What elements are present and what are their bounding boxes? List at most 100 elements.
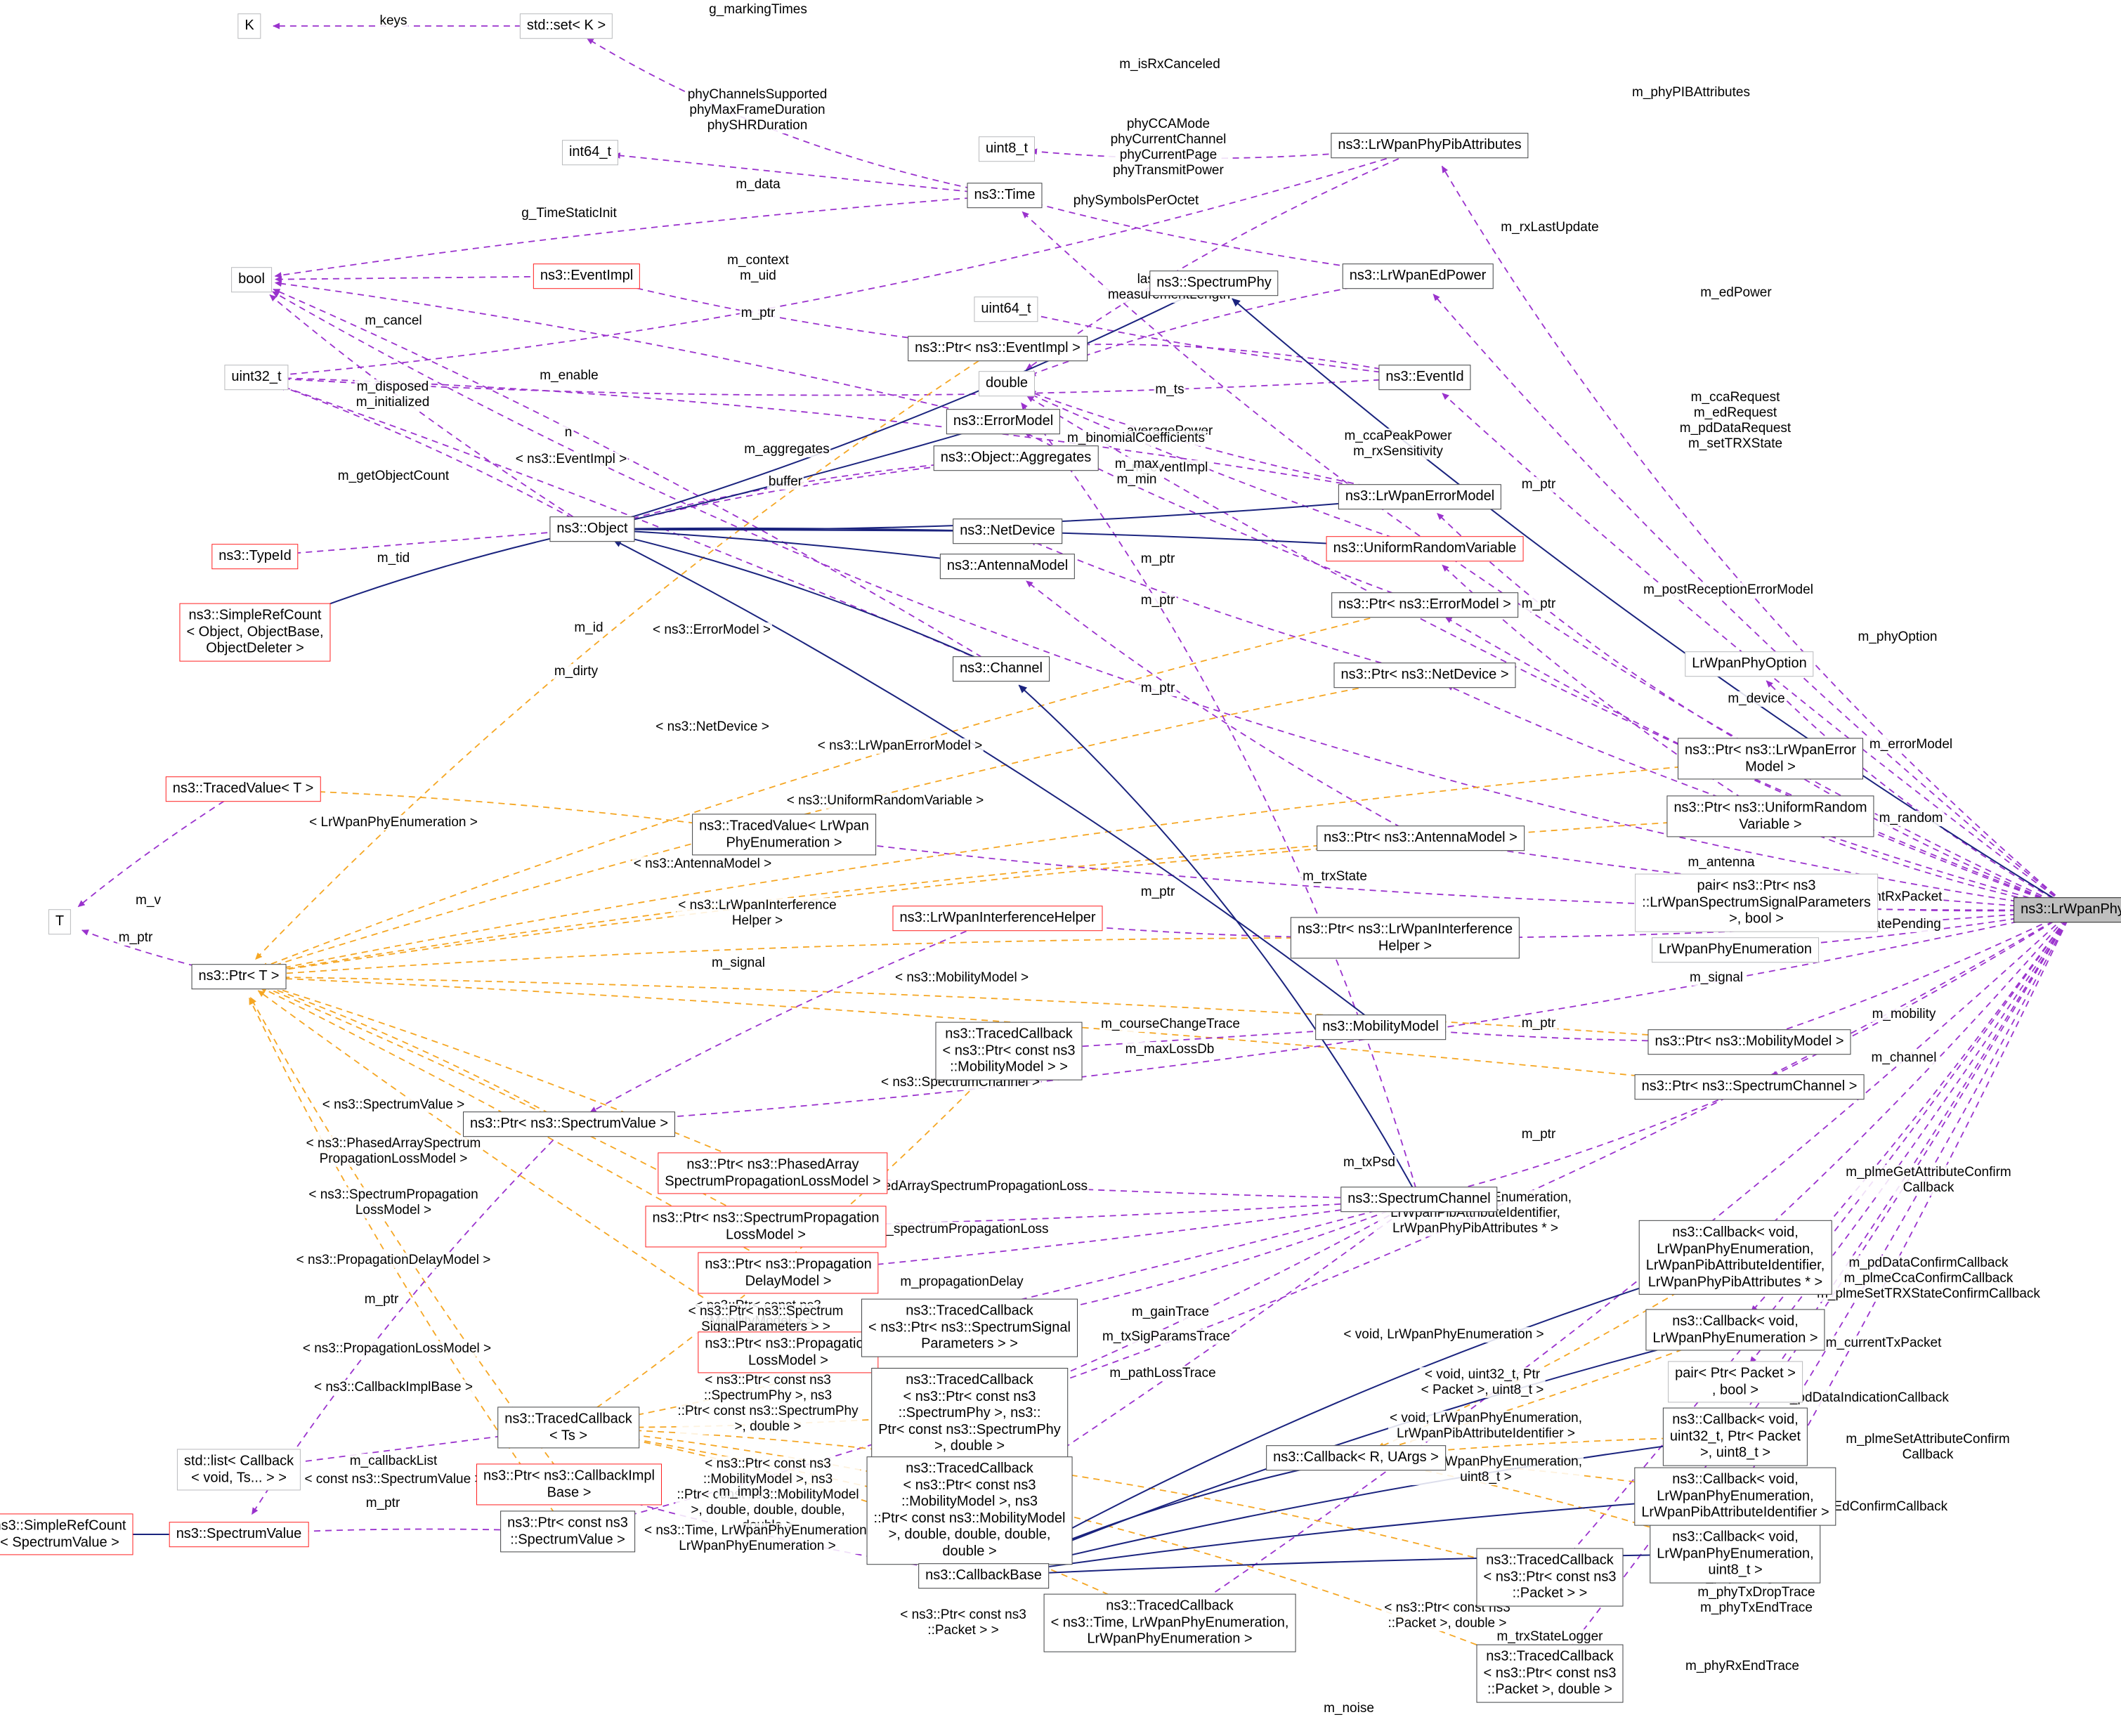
node-callback_r_uargs[interactable]: ns3::Callback< R, UArgs > [1266,1445,1446,1470]
edge-spectrumphy-to-object [614,282,1215,524]
edge-ptr_errormodel-to-ptr_t [260,604,1425,969]
node-tracedcallback_mobility_small[interactable]: ns3::TracedCallback < ns3::Ptr< const ns… [935,1022,1083,1081]
node-lrwpanedpower[interactable]: ns3::LrWpanEdPower [1342,263,1494,289]
edge-label-14: m_edPower [1699,285,1773,301]
node-tracedcallback_packet_double[interactable]: ns3::TracedCallback < ns3::Ptr< const ns… [1476,1644,1624,1703]
edge-ptr_callbackimplbase-to-ptr_t [249,996,570,1485]
node-lrwpanphy[interactable]: ns3::LrWpanPhy [2014,897,2121,922]
node-lrwpanphyoption[interactable]: LrWpanPhyOption [1685,651,1814,677]
edge-channel-to-bool [273,288,1002,670]
edge-lrwpanphy-to-tracedcallback_packet_double [1564,909,2073,1655]
node-ptr_propagationdelay[interactable]: ns3::Ptr< ns3::Propagation DelayModel > [698,1252,879,1294]
node-std_list_callback[interactable]: std::list< Callback < void, Ts... > > [176,1449,301,1491]
node-channel[interactable]: ns3::Channel [953,656,1050,681]
node-pibattrs[interactable]: ns3::LrWpanPhyPibAttributes [1331,133,1529,158]
node-simplerefcount_spectrumvalue[interactable]: ns3::SimpleRefCount < SpectrumValue > [0,1513,133,1555]
node-pair_packet_bool[interactable]: pair< Ptr< Packet > , bool > [1668,1361,1803,1403]
node-ptr_spectrumchannel[interactable]: ns3::Ptr< ns3::SpectrumChannel > [1634,1074,1865,1099]
node-int64_t[interactable]: int64_t [561,140,619,165]
node-ns3_time[interactable]: ns3::Time [967,183,1043,208]
edge-label-21: n [563,424,574,441]
node-ptr_eventimpl[interactable]: ns3::Ptr< ns3::EventImpl > [908,336,1088,361]
node-lrwpaninterferencehelper[interactable]: ns3::LrWpanInterferenceHelper [892,906,1103,931]
edge-label-90: m_plmeSetAttributeConfirm Callback [1844,1431,2011,1463]
edge-label-97: m_callbackList [348,1453,439,1470]
node-tracedvalue_t[interactable]: ns3::TracedValue< T > [165,776,321,802]
node-ptr_const_spectrumvalue[interactable]: ns3::Ptr< const ns3 ::SpectrumValue > [500,1510,635,1553]
node-eventid[interactable]: ns3::EventId [1378,365,1471,390]
edge-mobilitymodel-to-object [613,539,1381,1028]
edge-label-83: m_plmeGetAttributeConfirm Callback [1844,1164,2013,1196]
node-pair_lrwpanssp[interactable]: pair< ns3::Ptr< ns3 ::LrWpanSpectrumSign… [1635,873,1878,932]
edge-eventid-to-uint32_t [280,376,1425,396]
node-tracedvalue_lrwpanphyenum[interactable]: ns3::TracedValue< LrWpan PhyEnumeration … [692,814,876,856]
node-eventimpl[interactable]: ns3::EventImpl [533,263,641,289]
edge-label-94: < ns3::Ptr< const ns3 ::SpectrumPhy >, n… [676,1372,860,1435]
node-callback_uint8[interactable]: ns3::Callback< void, LrWpanPhyEnumeratio… [1650,1525,1821,1584]
node-spectrumphy[interactable]: ns3::SpectrumPhy [1149,270,1279,296]
node-uint8_t[interactable]: uint8_t [978,136,1036,162]
edge-label-62: m_mobility [1870,1006,1938,1023]
node-simplerefcount_object[interactable]: ns3::SimpleRefCount < Object, ObjectBase… [179,603,331,662]
edge-label-1: g_markingTimes [707,1,809,18]
edge-label-77: < ns3::PropagationLossModel > [301,1340,493,1357]
node-callback_confirm[interactable]: ns3::Callback< void, LrWpanPhyEnumeratio… [1645,1309,1825,1351]
node-ptr_mobilitymodel[interactable]: ns3::Ptr< ns3::MobilityModel > [1647,1029,1851,1055]
node-uniformrandomvariable[interactable]: ns3::UniformRandomVariable [1326,536,1524,561]
node-callback_attrid[interactable]: ns3::Callback< void, LrWpanPhyEnumeratio… [1634,1467,1836,1526]
node-ptr_spectrumpropagation[interactable]: ns3::Ptr< ns3::SpectrumPropagation LossM… [645,1206,887,1248]
node-ptr_callbackimplbase[interactable]: ns3::Ptr< ns3::CallbackImpl Base > [476,1463,662,1506]
node-uint64_t[interactable]: uint64_t [974,296,1038,322]
node-netdevice[interactable]: ns3::NetDevice [953,518,1062,544]
node-lrwpanphyenumeration[interactable]: LrWpanPhyEnumeration [1652,937,1819,962]
node-double[interactable]: double [978,371,1036,396]
edge-label-58: < ns3::MobilityModel > [893,970,1031,986]
node-antennamodel[interactable]: ns3::AntennaModel [939,554,1076,579]
edge-label-28: m_max m_min [1113,456,1161,488]
node-object[interactable]: ns3::Object [549,516,635,542]
node-ptr_spectrumvalue[interactable]: ns3::Ptr< ns3::SpectrumValue > [462,1111,676,1137]
node-tracedcallback_time[interactable]: ns3::TracedCallback < ns3::Time, LrWpanP… [1043,1593,1296,1652]
node-errormodel[interactable]: ns3::ErrorModel [946,409,1061,434]
node-ptr_netdevice[interactable]: ns3::Ptr< ns3::NetDevice > [1333,663,1516,688]
node-t[interactable]: T [48,909,72,934]
node-ptr_antennamodel[interactable]: ns3::Ptr< ns3::AntennaModel > [1317,825,1525,851]
edge-label-20: m_enable [538,367,600,384]
node-aggregates[interactable]: ns3::Object::Aggregates [933,445,1099,471]
node-tracedcallback_spectrumphy[interactable]: ns3::TracedCallback < ns3::Ptr< const ns… [871,1368,1068,1459]
node-std_set_k[interactable]: std::set< K > [519,13,613,39]
edge-label-34: m_ptr [1520,596,1558,613]
edge-ns3_time-to-int64_t [613,152,1005,196]
node-tracedcallback_ts[interactable]: ns3::TracedCallback < Ts > [497,1407,639,1449]
node-typeid[interactable]: ns3::TypeId [211,544,299,569]
edge-label-30: m_tid [375,550,412,567]
node-k[interactable]: K [237,13,261,39]
node-ptr_uniformrandomvariable[interactable]: ns3::Ptr< ns3::UniformRandom Variable > [1666,795,1874,837]
node-tracedcallback_ssp[interactable]: ns3::TracedCallback < ns3::Ptr< ns3::Spe… [861,1298,1078,1357]
node-ptr_errormodel[interactable]: ns3::Ptr< ns3::ErrorModel > [1331,592,1518,618]
node-mobilitymodel[interactable]: ns3::MobilityModel [1315,1014,1446,1040]
edge-label-98: < const ns3::SpectrumValue > [303,1471,484,1488]
edge-label-26: m_binomialCoefficients [1065,430,1207,447]
edge-lrwpanphy-to-ptr_spectrumvalue [592,909,2073,1125]
edge-ptr_spectrumchannel-to-spectrumchannel [1442,1086,1750,1195]
node-bool[interactable]: bool [231,267,272,292]
node-ptr_phasedarray[interactable]: ns3::Ptr< ns3::PhasedArray SpectrumPropa… [658,1152,888,1194]
edge-lrwpanphy-to-eventid [1442,393,2073,911]
node-callbackbase[interactable]: ns3::CallbackBase [918,1563,1049,1588]
node-tracedcallback_packet[interactable]: ns3::TracedCallback < ns3::Ptr< const ns… [1476,1548,1624,1607]
node-spectrumvalue[interactable]: ns3::SpectrumValue [169,1522,309,1547]
node-ptr_lrwpaninterferencehelper[interactable]: ns3::Ptr< ns3::LrWpanInterference Helper… [1290,917,1520,959]
node-lrwpanerrormodel[interactable]: ns3::LrWpanErrorModel [1338,484,1502,509]
edge-ptr_spectrumvalue-to-ptr_t [261,984,570,1125]
node-ptr_propagationloss[interactable]: ns3::Ptr< ns3::Propagation LossModel > [698,1331,879,1373]
node-uint32_t[interactable]: uint32_t [224,365,289,390]
node-ptr_lrwpanerrormodel[interactable]: ns3::Ptr< ns3::LrWpanError Model > [1678,738,1863,780]
node-callback_uint32[interactable]: ns3::Callback< void, uint32_t, Ptr< Pack… [1662,1407,1808,1466]
edge-callback_uint32-to-callbackbase [1006,1436,1736,1572]
node-callback_getattr[interactable]: ns3::Callback< void, LrWpanPhyEnumeratio… [1638,1220,1832,1296]
edge-label-50: m_v [134,892,162,909]
node-spectrumchannel[interactable]: ns3::SpectrumChannel [1340,1187,1498,1212]
node-ptr_t[interactable]: ns3::Ptr< T > [191,964,287,989]
node-tracedcallback_mobility_big[interactable]: ns3::TracedCallback < ns3::Ptr< const ns… [866,1456,1073,1565]
